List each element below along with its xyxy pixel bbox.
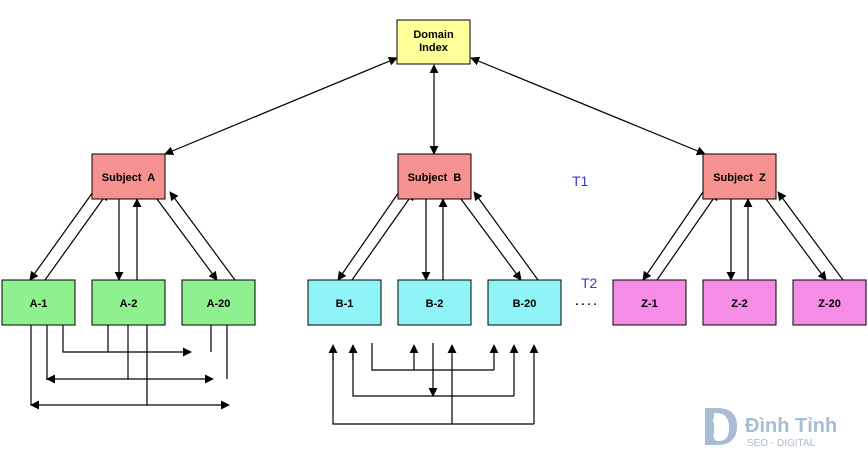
child-z-1-label: Z-1 <box>641 298 658 310</box>
child-b-1-node: B-1 <box>307 279 382 326</box>
subject-z-links <box>642 191 844 281</box>
ellipsis-dots: . . . . <box>575 296 596 308</box>
subject-z-node: Subject Z <box>702 153 777 200</box>
child-b-2-node: B-2 <box>397 279 472 326</box>
child-a-20-node: A-20 <box>181 279 256 326</box>
a-interconnect <box>30 325 230 410</box>
child-z-2-node: Z-2 <box>702 279 777 326</box>
b-interconnect <box>328 343 539 425</box>
child-z-20-node: Z-20 <box>792 279 867 326</box>
watermark-logo: Đình Tỉnh SEO - DIGITAL <box>705 408 837 449</box>
subject-b-box <box>397 153 472 200</box>
child-z-20-box <box>792 279 867 326</box>
subject-b-node: Subject B <box>397 153 472 200</box>
subject-b-label: Subject B <box>408 172 462 184</box>
watermark-sub: SEO - DIGITAL <box>747 438 816 449</box>
domain-index-node: Domain Index <box>396 19 471 65</box>
domain-index-label-line2: Index <box>419 42 449 54</box>
child-b-1-box <box>307 279 382 326</box>
child-z-1-box <box>612 279 687 326</box>
domain-index-box <box>396 19 471 65</box>
child-a-2-node: A-2 <box>91 279 166 326</box>
domain-index-label-line1: Domain <box>413 29 454 41</box>
child-a-1-label: A-1 <box>30 298 48 310</box>
child-z-1-node: Z-1 <box>612 279 687 326</box>
child-a-20-box <box>181 279 256 326</box>
tier-label-t2: T2 <box>581 275 598 291</box>
subject-a-node: Subject A <box>91 153 166 200</box>
subject-a-box <box>91 153 166 200</box>
child-b-20-node: B-20 <box>487 279 562 326</box>
child-b-1-label: B-1 <box>336 298 354 310</box>
child-a-2-label: A-2 <box>120 298 138 310</box>
tier-label-t1: T1 <box>572 173 589 189</box>
child-a-2-box <box>91 279 166 326</box>
child-a-20-label: A-20 <box>207 298 231 310</box>
child-a-1-node: A-1 <box>1 279 76 326</box>
subject-z-label: Subject Z <box>713 172 766 184</box>
subject-a-links <box>29 191 236 281</box>
subject-a-label: Subject A <box>102 172 155 184</box>
child-b-20-box <box>487 279 562 326</box>
subject-b-links <box>337 191 539 281</box>
child-b-20-label: B-20 <box>513 298 537 310</box>
watermark-brand: Đình Tỉnh <box>745 415 837 437</box>
child-z-2-label: Z-2 <box>731 298 748 310</box>
subject-z-box <box>702 153 777 200</box>
root-subject-links <box>164 56 706 156</box>
child-b-2-box <box>397 279 472 326</box>
child-a-1-box <box>1 279 76 326</box>
child-b-2-label: B-2 <box>426 298 444 310</box>
child-z-2-box <box>702 279 777 326</box>
child-z-20-label: Z-20 <box>818 298 841 310</box>
watermark-d-icon <box>705 408 737 445</box>
